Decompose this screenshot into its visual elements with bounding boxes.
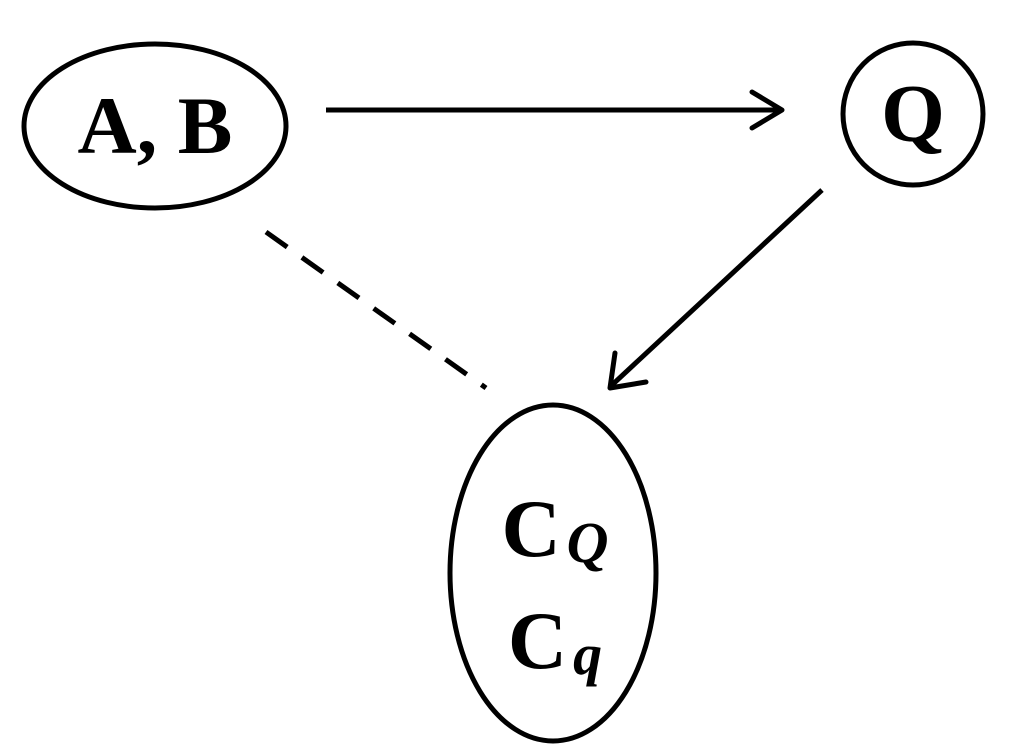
node-ab-label: A, B [78, 80, 233, 171]
node-c-line-1-main: C [501, 483, 560, 574]
node-c-line-2-main: C [508, 595, 567, 686]
node-q-ellipse [840, 40, 986, 188]
edge-ab-to-c-line [264, 229, 488, 391]
node-c-line-1-sub: Q [567, 510, 609, 575]
edge-ab-to-q [326, 89, 785, 131]
edge-q-to-c [607, 188, 824, 391]
node-q: Q [840, 40, 986, 188]
node-q-label: Q [881, 68, 945, 159]
node-ab: A, B [21, 41, 289, 211]
edge-q-to-c-line [610, 188, 824, 387]
edge-q-to-c-arrowhead [607, 350, 649, 391]
edge-ab-to-q-arrowhead [749, 89, 785, 131]
node-ab-ellipse [21, 41, 289, 211]
node-c-line-2-sub: q [573, 622, 602, 687]
edge-ab-to-c [264, 229, 488, 391]
node-c-ellipse [447, 402, 659, 744]
